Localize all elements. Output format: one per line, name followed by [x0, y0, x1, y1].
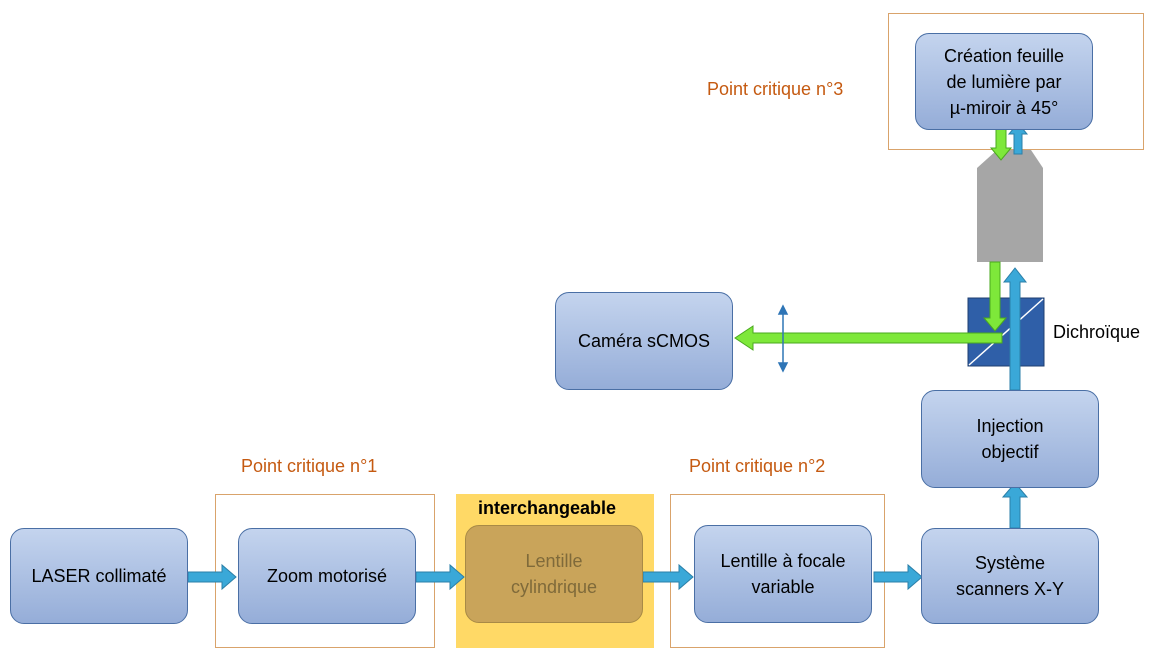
critical-point-3-label: Point critique n°3	[707, 79, 844, 99]
arrow-objective-to-dichroic	[982, 261, 1008, 332]
arrow-injection-to-dichroic	[1002, 267, 1028, 391]
lentille-cylindrique-label: Lentille cylindrique	[510, 551, 598, 597]
interchangeable-label: interchangeable	[478, 498, 617, 518]
laser-collimate-box: LASER collimaté	[10, 528, 188, 624]
dichroic-mirror-line	[968, 298, 1044, 366]
zoom-motorise-box: Zoom motorisé	[238, 528, 416, 624]
arrow-lentille-to-focale	[642, 563, 694, 591]
systeme-scanners-box: Système scanners X-Y	[921, 528, 1099, 624]
zoom-motorise-label: Zoom motorisé	[266, 566, 388, 586]
lentille-focale-variable-label: Lentille à focale variable	[720, 551, 846, 597]
creation-feuille-lumiere-box: Création feuille de lumière par µ-miroir…	[915, 33, 1093, 130]
injection-objectif-label: Injection objectif	[976, 416, 1044, 462]
lentille-focale-variable-box: Lentille à focale variable	[694, 525, 872, 623]
arrow-zoom-to-lentille	[415, 563, 465, 591]
camera-scmos-label: Caméra sCMOS	[577, 331, 711, 351]
arrow-focale-to-scanners	[873, 563, 923, 591]
creation-feuille-lumiere-label: Création feuille de lumière par µ-miroir…	[943, 45, 1065, 118]
arrow-dichroic-to-camera	[734, 325, 1003, 351]
dichroique-label: Dichroïque	[1053, 322, 1141, 342]
arrow-laser-to-zoom	[187, 563, 237, 591]
lentille-cylindrique-box: Lentille cylindrique	[465, 525, 643, 623]
camera-scmos-box: Caméra sCMOS	[555, 292, 733, 390]
critical-point-2-label: Point critique n°2	[689, 456, 826, 476]
objective-lens	[977, 150, 1043, 262]
injection-objectif-box: Injection objectif	[921, 390, 1099, 488]
laser-collimate-label: LASER collimaté	[31, 566, 167, 586]
systeme-scanners-label: Système scanners X-Y	[955, 553, 1065, 599]
critical-point-1-label: Point critique n°1	[241, 456, 378, 476]
arrow-scanners-to-injection	[1001, 482, 1029, 529]
focus-adjust-arrow	[777, 304, 789, 373]
